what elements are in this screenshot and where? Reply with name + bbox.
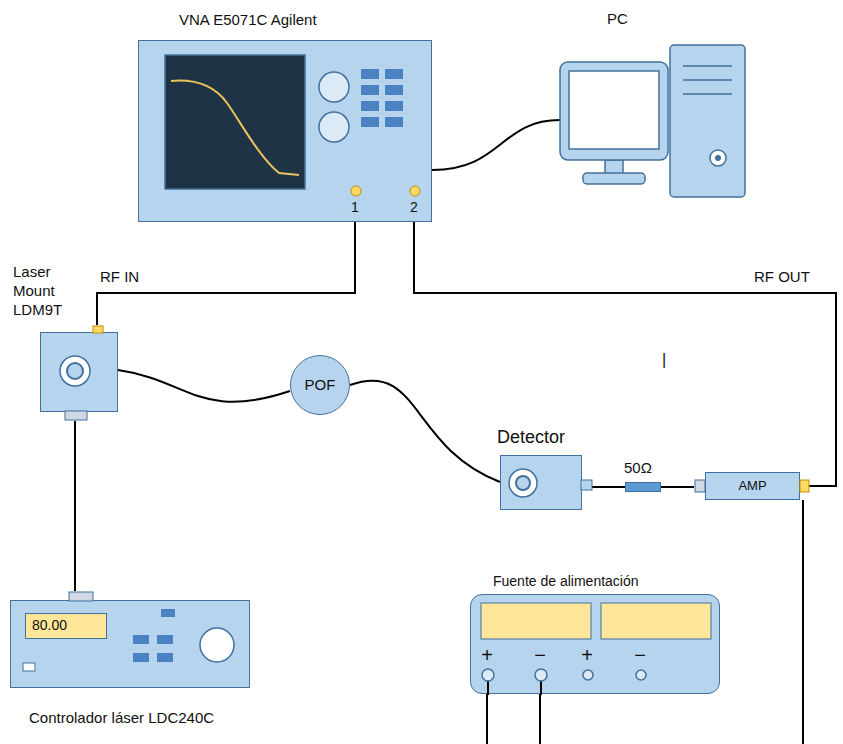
- pc-computer-drawing: [555, 40, 750, 200]
- rf-amplifier-label: AMP: [706, 473, 799, 499]
- laser-mount-label: Laser Mount LDM9T: [13, 263, 75, 319]
- pof-reel: POF: [290, 355, 350, 415]
- load-resistor: 50Ω: [625, 482, 661, 492]
- optical-fiber: [350, 381, 500, 482]
- signal-label: RF IN: [98, 268, 141, 286]
- supply-wire: [486, 694, 488, 744]
- vna-instrument-drawing: [139, 41, 433, 223]
- cable: [414, 222, 836, 486]
- terminal-sign: +: [479, 643, 495, 667]
- pc-computer-label: PC: [607, 10, 647, 29]
- vna-instrument: VNA E5071C Agilent: [138, 40, 432, 222]
- cable: [74, 421, 76, 591]
- power-supply-drawing: [471, 595, 721, 695]
- photodetector-drawing: [501, 456, 583, 511]
- power-supply: Fuente de alimentación: [470, 594, 720, 694]
- pof-reel-label: POF: [291, 356, 349, 414]
- load-resistor-label: 50Ω: [624, 459, 674, 478]
- terminal-sign: −: [632, 643, 648, 667]
- terminal-sign: −: [532, 643, 548, 667]
- supply-wire: [539, 694, 541, 744]
- power-supply-label: Fuente de alimentación: [493, 573, 713, 591]
- photodetector: Detector: [500, 455, 582, 510]
- port-number: 1: [349, 199, 361, 216]
- laser-controller-label: Controlador láser LDC240C: [29, 709, 259, 728]
- pc-computer: PC: [555, 40, 750, 200]
- photodetector-label: Detector: [497, 426, 597, 449]
- vna-instrument-label: VNA E5071C Agilent: [179, 11, 399, 30]
- cable: [97, 222, 355, 325]
- cable: [432, 120, 560, 170]
- laser-mount: Laser Mount LDM9T: [40, 332, 118, 412]
- supply-wire: [802, 500, 804, 744]
- laser-mount-drawing: [41, 333, 119, 413]
- laser-controller-label: 80.00: [25, 613, 107, 639]
- terminal-sign: +: [579, 643, 595, 667]
- cable: [661, 486, 694, 488]
- rf-amplifier: AMP: [705, 472, 800, 500]
- optical-fiber: [118, 370, 290, 402]
- port-number: 2: [408, 199, 420, 216]
- cursor-mark: |: [660, 350, 668, 369]
- signal-label: RF OUT: [752, 268, 812, 286]
- laser-controller: 80.00Controlador láser LDC240C: [10, 600, 250, 688]
